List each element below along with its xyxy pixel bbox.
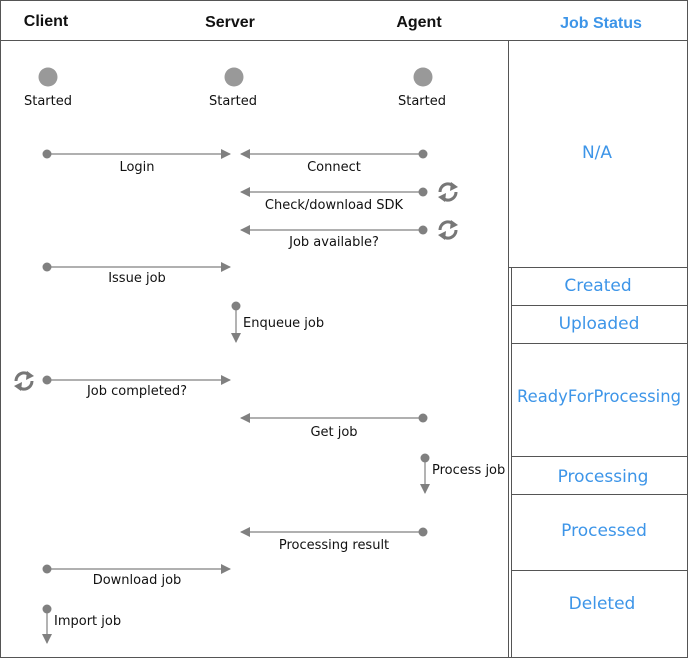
check-sdk-arrow (240, 187, 428, 197)
import-job-label: Import job (54, 614, 121, 629)
download-job-arrow (42, 564, 231, 574)
client-started-label: Started (24, 94, 72, 109)
status-created: Created (564, 276, 631, 296)
header-job-status: Job Status (560, 15, 642, 32)
server-started-label: Started (209, 94, 257, 109)
enqueue-job-label: Enqueue job (243, 316, 324, 331)
job-completed-refresh-icon (12, 369, 36, 393)
status-ready-for-processing: ReadyForProcessing (517, 387, 681, 407)
issue-job-label: Issue job (108, 271, 166, 286)
process-job-label: Process job (432, 463, 505, 478)
connect-label: Connect (307, 160, 361, 175)
login-arrow (42, 149, 231, 159)
process-job-arrow (420, 453, 430, 494)
agent-started-label: Started (398, 94, 446, 109)
status-processed: Processed (561, 521, 647, 541)
status-deleted: Deleted (569, 594, 636, 614)
header-server: Server (205, 14, 255, 31)
status-uploaded: Uploaded (559, 314, 640, 334)
sdk-refresh-icon (436, 180, 460, 204)
connect-arrow (240, 149, 428, 159)
job-completed-arrow (42, 375, 231, 385)
job-available-arrow (240, 225, 428, 235)
client-started-icon (38, 67, 58, 87)
get-job-arrow (240, 413, 428, 423)
import-job-arrow (42, 604, 52, 644)
agent-started-icon (413, 67, 433, 87)
header-client: Client (24, 13, 69, 30)
job-available-label: Job available? (288, 235, 379, 250)
download-job-label: Download job (93, 573, 182, 588)
status-cells (508, 267, 688, 658)
check-sdk-label: Check/download SDK (265, 198, 404, 213)
enqueue-job-arrow (231, 301, 241, 343)
status-processing: Processing (558, 467, 649, 487)
login-label: Login (119, 160, 154, 175)
issue-job-arrow (42, 262, 231, 272)
processing-result-arrow (240, 527, 428, 537)
header-agent: Agent (396, 14, 442, 31)
job-completed-label: Job completed? (86, 384, 187, 399)
processing-result-label: Processing result (279, 538, 389, 553)
status-na: N/A (582, 143, 612, 163)
get-job-label: Get job (310, 425, 357, 440)
server-started-icon (224, 67, 244, 87)
job-available-refresh-icon (436, 218, 460, 242)
